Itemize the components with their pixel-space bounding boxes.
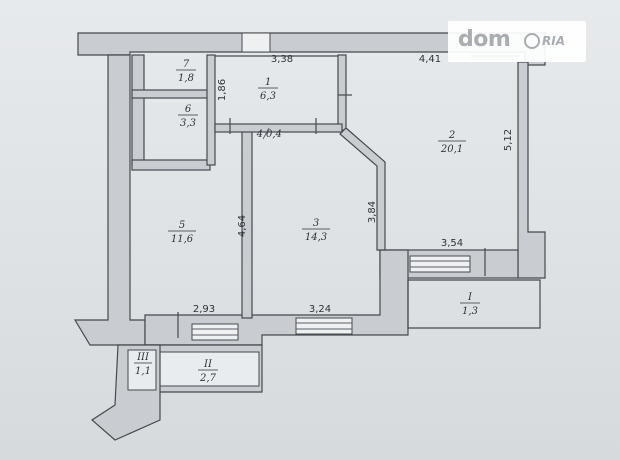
window-r2 (409, 255, 471, 273)
room-3-label: 3 14,3 (302, 218, 330, 243)
dim-top-right: 4,41 (419, 54, 441, 65)
wall-partition-6-1 (206, 54, 216, 166)
room-area: 1,3 (462, 306, 478, 317)
room-number: II (203, 359, 213, 370)
room-6-label: 6 3,3 (178, 104, 198, 129)
balcony-I-outline (407, 279, 541, 329)
room-number: 1 (265, 77, 271, 88)
wall-partition-1-3 (214, 123, 343, 133)
dim-r3-bottom: 3,24 (309, 304, 331, 315)
dim-top-left: 3,38 (271, 54, 293, 65)
dim-corridor: 1,86 (217, 79, 228, 101)
room-7-label: 7 1,8 (176, 59, 196, 84)
room-number: 3 (313, 218, 319, 229)
window-r3 (295, 317, 353, 335)
room-4-label: 4 0,4 (256, 127, 282, 140)
watermark-suffix: RIA (542, 34, 565, 48)
room-area: 14,3 (305, 232, 327, 243)
room-5-label: 5 11,6 (168, 220, 196, 245)
room-number: III (136, 352, 150, 363)
room-area: 3,3 (180, 118, 196, 129)
room-number: 6 (185, 104, 192, 115)
room-area: 6,3 (260, 91, 276, 102)
balcony-III-floor (127, 349, 157, 391)
room-1-label: 1 6,3 (258, 77, 278, 102)
room-number: 7 (183, 59, 190, 70)
room-number: 5 (179, 220, 185, 231)
wall-partition-1-2 (337, 54, 347, 131)
dim-right: 5,12 (503, 129, 514, 151)
balcony-I-label: I 1,3 (460, 292, 480, 317)
wall-storage (131, 54, 145, 166)
room-area: 20,1 (440, 144, 463, 155)
wall-partition-6-5 (131, 159, 211, 171)
room-area: 11,6 (171, 234, 194, 245)
window-top (241, 32, 271, 53)
room-area: 2,7 (199, 373, 217, 384)
room-number: 4 (256, 129, 263, 140)
domria-watermark: dom RIA (448, 21, 586, 62)
watermark-logo-icon (524, 33, 540, 49)
balcony-II-floor (154, 351, 260, 387)
wall-partition-7-6 (131, 89, 211, 99)
room-2-label: 2 20,1 (438, 130, 466, 155)
wall-partition-3-2 (339, 127, 386, 251)
watermark-brand: dom (458, 27, 511, 52)
dim-r3-right: 3,84 (367, 201, 378, 223)
room-number: 2 (448, 130, 455, 141)
balcony-III-label: III 1,1 (134, 352, 152, 377)
room-area: 1,8 (178, 73, 194, 84)
room-area: 0,4 (266, 129, 282, 140)
wall-bottom (144, 249, 409, 346)
window-r5 (191, 323, 239, 341)
dim-r5-bottom: 2,93 (193, 304, 215, 315)
room-area: 1,1 (135, 366, 151, 377)
dim-r2-bottom: 3,54 (441, 238, 463, 249)
wall-right (517, 61, 546, 279)
balcony-II-label: II 2,7 (198, 359, 218, 384)
dim-r5-right: 4,64 (237, 215, 248, 237)
room-number: I (467, 292, 473, 303)
